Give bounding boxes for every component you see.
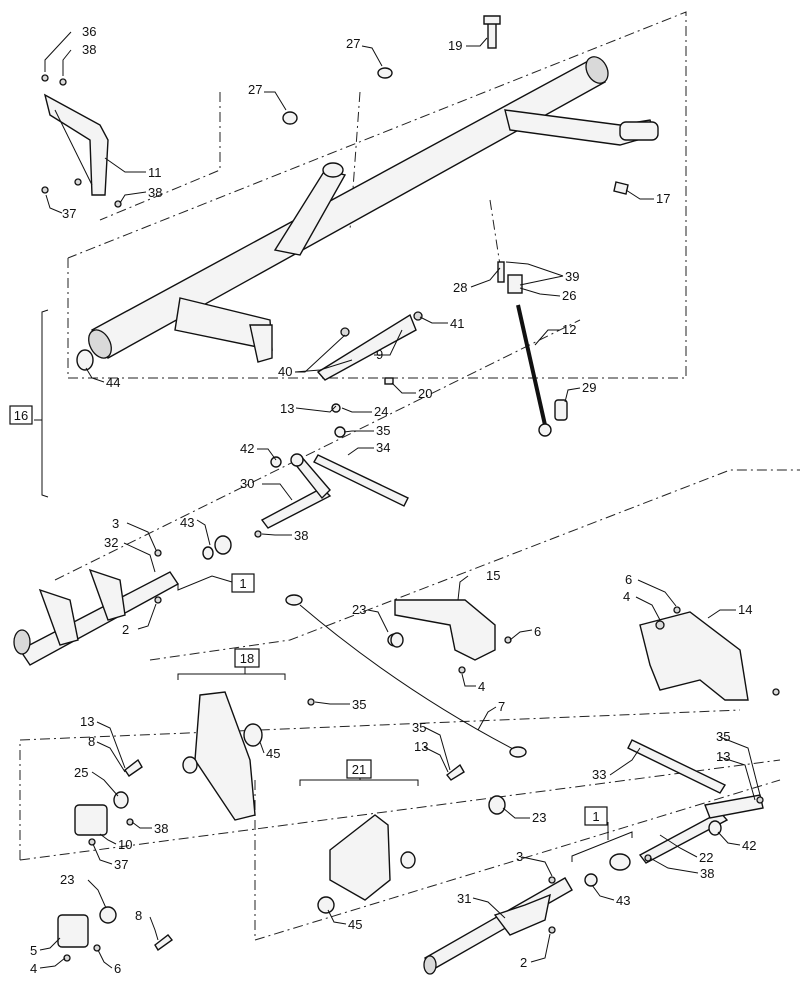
callout-36: 36	[82, 24, 96, 39]
linkage-30-34	[202, 403, 409, 560]
callout-38: 38	[294, 528, 308, 543]
plate-21	[317, 814, 416, 914]
callout-20: 20	[418, 386, 432, 401]
callout-29: 29	[582, 380, 596, 395]
callout-4: 4	[478, 679, 485, 694]
cable-7	[285, 594, 527, 758]
callout-2: 2	[520, 955, 527, 970]
callout-19: 19	[448, 38, 462, 53]
kit-box-frame	[346, 759, 372, 779]
flange-5	[57, 906, 174, 962]
callout-42: 42	[240, 441, 254, 456]
leader-lines	[39, 31, 761, 969]
callout-17: 17	[656, 191, 670, 206]
kit-label-boxes: 16 1 18 21 1	[9, 405, 608, 826]
callout-38: 38	[148, 185, 162, 200]
callout-13: 13	[716, 749, 730, 764]
callout-14: 14	[738, 602, 752, 617]
callout-7: 7	[498, 699, 505, 714]
kit-label-1: 1	[592, 809, 599, 824]
upper-hardware	[76, 15, 629, 437]
callout-8: 8	[88, 734, 95, 749]
bracket-11	[41, 74, 122, 208]
callout-3: 3	[516, 849, 523, 864]
arm-32	[13, 549, 180, 666]
kit-brackets	[34, 309, 633, 862]
main-frame	[88, 56, 659, 363]
plate-18	[182, 691, 315, 821]
bracket-14	[639, 606, 780, 701]
callout-10: 10	[118, 837, 132, 852]
callout-42: 42	[742, 838, 756, 853]
kit-label-21: 21	[352, 762, 366, 777]
callout-13: 13	[80, 714, 94, 729]
callout-9: 9	[376, 347, 383, 362]
callout-37: 37	[114, 857, 128, 872]
callout-6: 6	[534, 624, 541, 639]
callout-26: 26	[562, 288, 576, 303]
phantom-lines	[19, 11, 800, 941]
callout-6: 6	[114, 961, 121, 976]
callout-32: 32	[104, 535, 118, 550]
callout-38: 38	[82, 42, 96, 57]
callout-41: 41	[450, 316, 464, 331]
callout-44: 44	[106, 375, 120, 390]
bracket-15	[387, 599, 512, 674]
callout-43: 43	[180, 515, 194, 530]
callout-12: 12	[562, 322, 576, 337]
callout-35: 35	[352, 697, 366, 712]
kit-box-frame	[234, 648, 260, 668]
callout-30: 30	[240, 476, 254, 491]
callout-13: 13	[414, 739, 428, 754]
kit-box-frame	[584, 806, 608, 826]
callout-4: 4	[623, 589, 630, 604]
callout-15: 15	[486, 568, 500, 583]
callout-39: 39	[565, 269, 579, 284]
callout-13: 13	[280, 401, 294, 416]
callout-35: 35	[412, 720, 426, 735]
callout-4: 4	[30, 961, 37, 976]
callout-3: 3	[112, 516, 119, 531]
callout-28: 28	[453, 280, 467, 295]
callout-38: 38	[700, 866, 714, 881]
callout-45: 45	[266, 746, 280, 761]
callout-11: 11	[148, 165, 162, 180]
callout-31: 31	[457, 891, 471, 906]
callout-33: 33	[592, 767, 606, 782]
kit-label-16: 16	[14, 408, 28, 423]
callout-27: 27	[346, 36, 360, 51]
callout-35: 35	[376, 423, 390, 438]
kit-label-1: 1	[239, 576, 246, 591]
arm-31	[423, 876, 573, 975]
kit-box-frame	[9, 405, 33, 425]
callout-23: 23	[352, 602, 366, 617]
callout-24: 24	[374, 404, 388, 419]
callout-37: 37	[62, 206, 76, 221]
lower-hardware	[124, 632, 506, 815]
callout-34: 34	[376, 440, 390, 455]
callout-6: 6	[625, 572, 632, 587]
callout-35: 35	[716, 729, 730, 744]
callout-38: 38	[154, 821, 168, 836]
linkage-22-33	[584, 739, 764, 887]
flange-10	[74, 791, 134, 846]
kit-label-18: 18	[240, 651, 254, 666]
callout-8: 8	[135, 908, 142, 923]
callout-43: 43	[616, 893, 630, 908]
callout-23: 23	[60, 872, 74, 887]
callout-25: 25	[74, 765, 88, 780]
callout-45: 45	[348, 917, 362, 932]
callout-22: 22	[699, 850, 713, 865]
callout-40: 40	[278, 364, 292, 379]
kit-box-frame	[231, 573, 255, 593]
callout-5: 5	[30, 943, 37, 958]
callout-27: 27	[248, 82, 262, 97]
callout-23: 23	[532, 810, 546, 825]
callout-2: 2	[122, 622, 129, 637]
